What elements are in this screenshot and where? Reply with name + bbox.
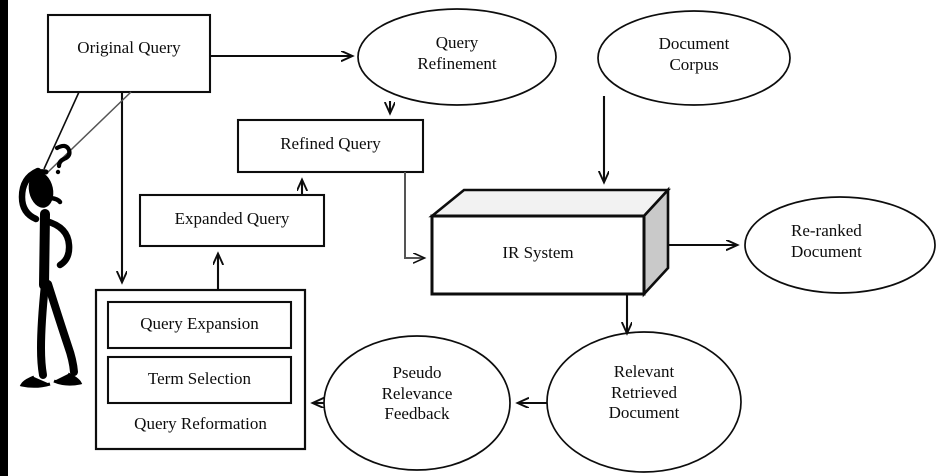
node-query-expansion[interactable]: [106, 300, 293, 350]
node-pseudo-relevance-feedback[interactable]: [323, 335, 511, 471]
node-reranked-document[interactable]: [744, 196, 936, 294]
person-thinking-icon: [18, 143, 83, 388]
node-ir-system[interactable]: [428, 186, 671, 298]
node-expanded-query[interactable]: [138, 193, 326, 248]
edge-refined-query-to-ir-system: [404, 172, 424, 258]
node-document-corpus[interactable]: [597, 10, 791, 106]
node-original-query[interactable]: [46, 13, 212, 94]
node-relevant-retrieved-document[interactable]: [546, 331, 742, 473]
node-term-selection[interactable]: [106, 355, 293, 405]
node-query-refinement[interactable]: [357, 8, 557, 106]
speech-bubble-tail-icon: [43, 91, 132, 173]
node-refined-query[interactable]: [236, 118, 425, 174]
